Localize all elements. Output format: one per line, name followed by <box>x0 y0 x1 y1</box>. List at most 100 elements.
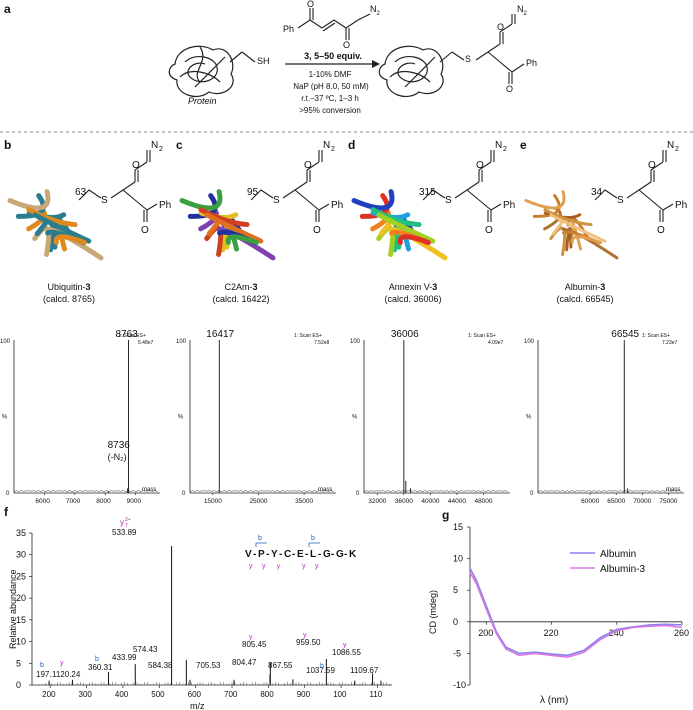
peak-value-label: 1086.55 <box>332 648 361 657</box>
scan-intensity-label: 7.52e8 <box>314 340 330 346</box>
protein-calcd-c: (calcd. 16422) <box>212 294 270 304</box>
x-tick-label: 200 <box>42 690 56 699</box>
x-tick-label: 70000 <box>633 498 651 505</box>
b-ion-label: b <box>258 535 262 542</box>
product-o1-label: O <box>497 22 505 32</box>
phenyl-label: Ph <box>503 200 515 211</box>
reaction-scheme <box>0 8 693 133</box>
sequence-dash: - <box>305 549 308 560</box>
protein-calcd-e: (calcd. 66545) <box>556 294 614 304</box>
scan-intensity-label: 5.48e7 <box>138 340 154 346</box>
sequence-residue-P: P <box>258 549 265 560</box>
sequence-dash: - <box>318 549 321 560</box>
y-tick-label: 25 <box>16 571 26 581</box>
x-tick-label: 60000 <box>581 498 599 505</box>
y-ion-label: y <box>277 564 280 570</box>
main-peak-label: 66545 <box>611 329 639 340</box>
protein-ribbon-icon <box>179 189 276 261</box>
peak-value-label: 1109.67 <box>350 666 379 675</box>
peak-value-label: 1037.59 <box>306 666 335 675</box>
protein-blob-icon <box>168 45 234 97</box>
y-tick-label: 15 <box>453 522 463 532</box>
product-o2-label: O <box>506 84 514 94</box>
sequence-dash: - <box>253 549 256 560</box>
y-tick-label: 35 <box>16 528 26 538</box>
condition-3: r.t.–37 ºC, 1–3 h <box>301 94 359 103</box>
residue-number-label: 63 <box>75 187 87 198</box>
y-tick-label: 10 <box>16 637 26 647</box>
oxygen-label: O <box>648 160 656 171</box>
y-tick-label: 0 <box>530 491 534 497</box>
panel-letter-f: f <box>4 505 8 519</box>
n2-subscript: 2 <box>159 146 163 153</box>
x-tick-label: 800 <box>260 690 274 699</box>
legend-label: Albumin-3 <box>600 564 645 575</box>
sequence-residue-G: G <box>323 549 331 560</box>
sequence-residue-V: V <box>245 549 252 560</box>
panel-letter-g: g <box>442 508 450 522</box>
n2-subscript: 2 <box>503 146 507 153</box>
ion-label: y <box>60 660 64 667</box>
series-line-albumin-3 <box>469 572 683 659</box>
x-tick-label: 600 <box>188 690 202 699</box>
sulfur-label: S <box>617 195 624 206</box>
residue-number-label: 95 <box>247 187 259 198</box>
ion-label: b <box>95 656 99 663</box>
b-ion-bracket <box>308 542 320 547</box>
sequence-residue-E: E <box>297 549 304 560</box>
y-tick-label: 15 <box>16 615 26 625</box>
peak-value-label: 584.38 <box>148 661 173 670</box>
oxygen-label: O <box>476 160 484 171</box>
y-tick-label: 100 <box>524 339 535 345</box>
scan-info-label: 1: Scan ES+ <box>642 333 670 339</box>
condition-2: NaP (pH 8.0, 50 mM) <box>293 82 369 91</box>
y-tick-label: 0 <box>6 491 10 497</box>
sequence-residue-C: C <box>284 549 291 560</box>
baseline-trace <box>189 490 334 493</box>
x-axis-label: mass <box>318 487 332 493</box>
sequence-dash: - <box>279 549 282 560</box>
y-tick-label: % <box>352 415 358 421</box>
peak-value-label: 197. <box>36 670 52 679</box>
ion-label: y <box>249 634 253 641</box>
x-tick-label: 6000 <box>35 498 50 505</box>
x-tick-label: 8000 <box>96 498 111 505</box>
sequence-residue-G: G <box>336 549 344 560</box>
y-tick-label: -5 <box>453 648 461 658</box>
x-tick-label: 9000 <box>127 498 142 505</box>
reagent-equiv-label: 3, 5–50 equiv. <box>304 51 362 61</box>
protein-name-e: Albumin-3 <box>564 282 606 292</box>
product-ph-label: Ph <box>526 58 538 68</box>
x-tick-label: 40000 <box>421 498 439 505</box>
baseline-trace <box>13 490 158 493</box>
peak-value-label: 533.89 <box>112 528 137 537</box>
x-tick-label: 7000 <box>66 498 81 505</box>
protein-name-b: Ubiquitin-3 <box>47 282 91 292</box>
series-line-albumin <box>469 567 683 657</box>
panel-letter-e: e <box>520 138 527 152</box>
oxygen-label: O <box>304 160 312 171</box>
y-tick-label: 0 <box>453 617 458 627</box>
y-tick-label: 0 <box>356 491 360 497</box>
protein-ribbon-icon <box>524 190 619 260</box>
x-tick-label: 300 <box>79 690 93 699</box>
ion-label-sup: 2+ <box>125 517 131 523</box>
y-axis-label: Relative abundance <box>8 569 18 649</box>
reagent-structure <box>297 8 371 40</box>
peak-value-label: 867.55 <box>268 661 293 670</box>
peak-value-label: 805.45 <box>242 640 267 649</box>
sequence-dash: - <box>331 549 334 560</box>
condition-1: 1-10% DMF <box>308 70 352 79</box>
peak-value-label: 433.99 <box>112 653 137 662</box>
y-tick-label: 20 <box>16 593 26 603</box>
sulfur-label: S <box>101 195 108 206</box>
product-n2-label: N2 <box>517 4 527 17</box>
y-ion-label: y <box>249 563 253 570</box>
phenyl-label: Ph <box>331 200 343 211</box>
